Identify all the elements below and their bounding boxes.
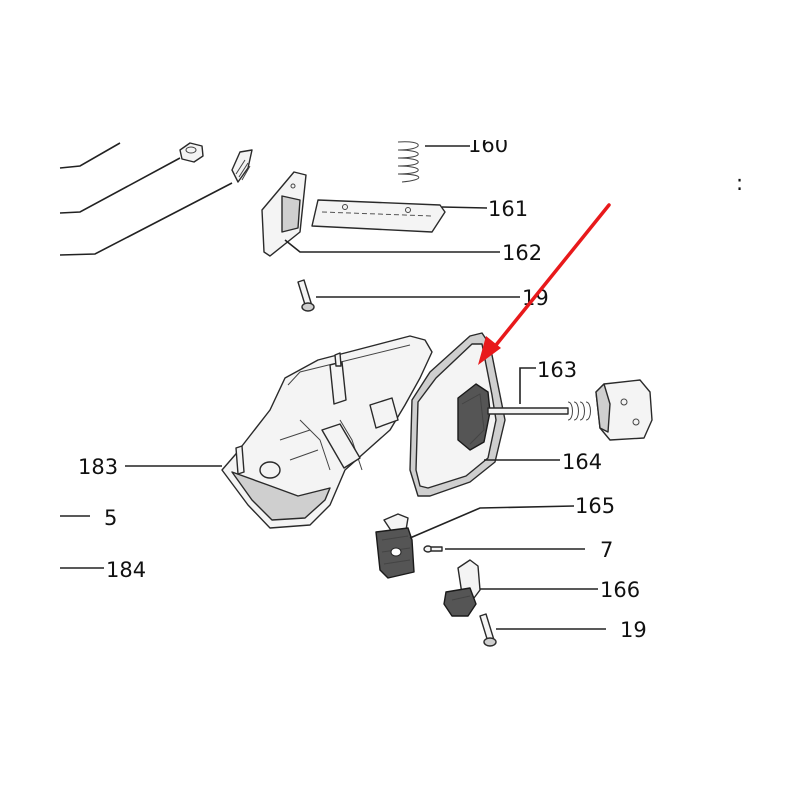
part-label-166: 166 (600, 578, 640, 602)
part-label-5: 5 (104, 506, 117, 530)
knob-assembly-part-163 (487, 367, 653, 441)
block-part-166 (443, 559, 598, 617)
screw-part-7 (423, 545, 585, 553)
cover-plate-part-164 (409, 332, 560, 497)
hex-nut-part (179, 142, 204, 163)
spring-part-160 (397, 141, 470, 183)
latch-part-165 (375, 505, 575, 579)
screw-part-19-top (297, 279, 520, 312)
part-label-184: 184 (106, 558, 146, 582)
screw-part-19-bottom (479, 613, 606, 647)
housing-part-183 (125, 335, 433, 529)
bracket-part-162 (261, 171, 500, 257)
part-label-19-bottom: 19 (620, 618, 647, 642)
red-arrow-icon (478, 203, 611, 365)
part-label-163: 163 (537, 358, 577, 382)
part-label-161: 161 (488, 197, 528, 221)
part-label-165: 165 (575, 494, 615, 518)
left-leader-lines (59, 142, 233, 256)
serrated-clip-part (231, 149, 253, 183)
edge-mark: : (736, 171, 743, 195)
part-label-183: 183 (78, 455, 118, 479)
plate-part-161 (311, 199, 488, 233)
part-label-162: 162 (502, 241, 542, 265)
part-label-164: 164 (562, 450, 602, 474)
part-label-7: 7 (600, 538, 613, 562)
